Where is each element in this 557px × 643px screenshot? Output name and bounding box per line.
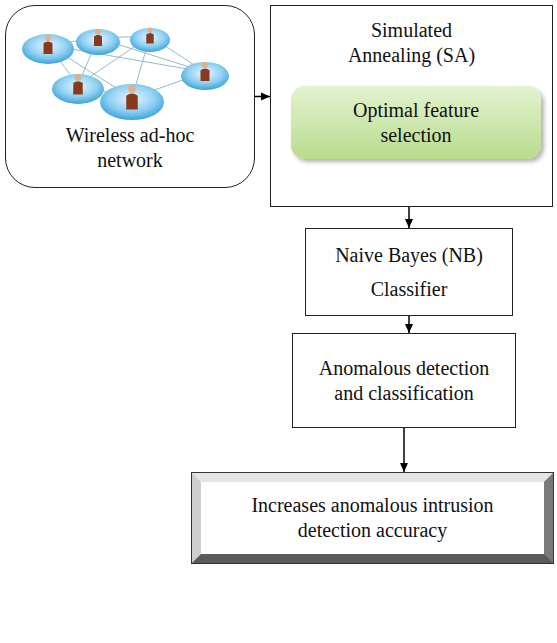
node-bubble (100, 84, 164, 120)
person-head (147, 27, 152, 32)
person-body (73, 81, 83, 94)
process-box: Simulated Annealing (SA) Optimal feature … (270, 5, 553, 207)
person-head (45, 35, 51, 41)
feature-box: Optimal feature selection (291, 86, 541, 159)
node-label: Wireless ad-hoc network (45, 123, 215, 173)
person-head (75, 74, 82, 81)
flow-arrow (403, 428, 405, 472)
person-head (95, 29, 101, 35)
person-body (126, 93, 138, 109)
node-bubble (52, 74, 104, 104)
person-body (201, 68, 210, 81)
flow-arrow (408, 207, 410, 228)
node-label: Simulated Annealing (SA) (337, 18, 487, 68)
flow-arrow (255, 96, 270, 98)
network-box: Wireless ad-hoc network (5, 5, 255, 188)
result-box: Increases anomalous intrusion detection … (192, 473, 553, 563)
node-bubble (22, 34, 74, 64)
node-bubble (76, 29, 120, 55)
person-head (128, 85, 136, 93)
node-label: Optimal feature selection (321, 98, 511, 148)
node-bubble (130, 28, 170, 52)
person-head (202, 62, 208, 68)
network-nodes (22, 27, 229, 120)
person-body (94, 35, 102, 46)
person-body (146, 33, 154, 44)
node-label: Anomalous detection and classification (304, 356, 504, 406)
node-bubble (181, 62, 229, 90)
flow-arrow (408, 316, 410, 333)
node-label: Increases anomalous intrusion detection … (233, 493, 513, 543)
process-box: Naive Bayes (NB) Classifier (305, 228, 513, 316)
process-box: Anomalous detection and classification (292, 333, 516, 428)
person-body (44, 41, 53, 54)
node-label: Naive Bayes (NB) Classifier (324, 238, 494, 306)
